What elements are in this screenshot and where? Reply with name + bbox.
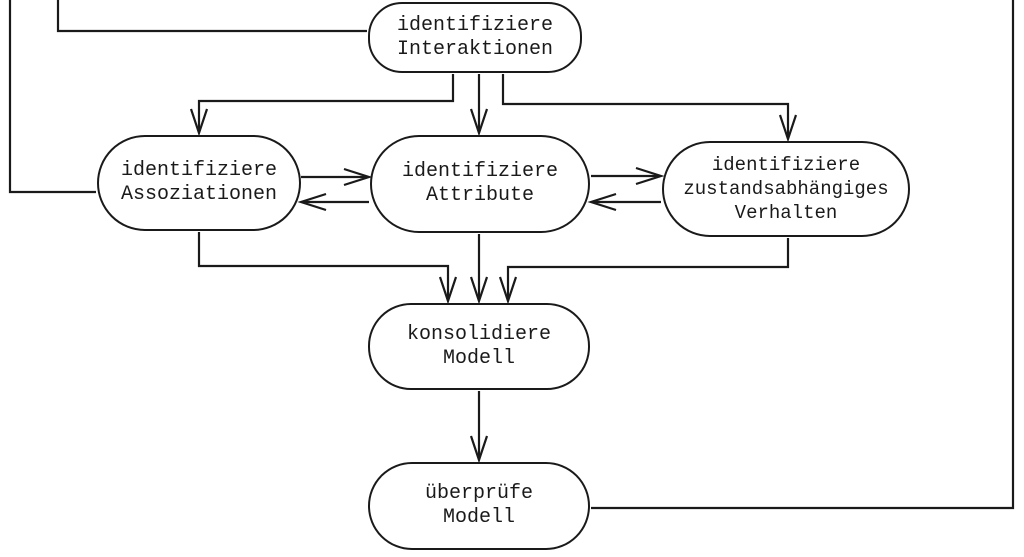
node-identifiziere-attribute: identifiziere Attribute: [370, 135, 590, 233]
node-identifiziere-zustandsabhaengiges-verhalten: identifiziere zustandsabhängiges Verhalt…: [662, 141, 910, 237]
edge-verhalten-konsolidiere: [506, 238, 790, 300]
arrowhead-right: [635, 166, 665, 186]
node-identifiziere-assoziationen: identifiziere Assoziationen: [97, 135, 301, 231]
node-konsolidiere-modell: konsolidiere Modell: [368, 303, 590, 390]
edge-assoziationen-konsolidiere: [197, 232, 450, 300]
edge-feedback-left-interaktionen: [56, 0, 367, 33]
arrowhead-down: [438, 276, 458, 305]
node-identifiziere-interaktionen: identifiziere Interaktionen: [368, 2, 582, 73]
arrowhead-down: [189, 108, 209, 137]
arrowhead-left: [587, 192, 617, 212]
arrowhead-down: [469, 108, 489, 137]
arrowhead-right: [343, 167, 373, 187]
edge-interaktionen-verhalten: [501, 74, 790, 138]
arrowhead-down: [498, 276, 518, 305]
node-ueberpruefe-modell: überprüfe Modell: [368, 462, 590, 550]
arrowhead-down: [469, 435, 489, 464]
edge-ueberpruefe-feedback-right: [591, 0, 1015, 510]
arrowhead-down: [778, 114, 798, 143]
arrowhead-left: [297, 192, 327, 212]
edge-interaktionen-assoziationen: [197, 74, 455, 132]
arrowhead-down: [469, 276, 489, 305]
edge-feedback-left-assoziationen: [8, 0, 96, 194]
